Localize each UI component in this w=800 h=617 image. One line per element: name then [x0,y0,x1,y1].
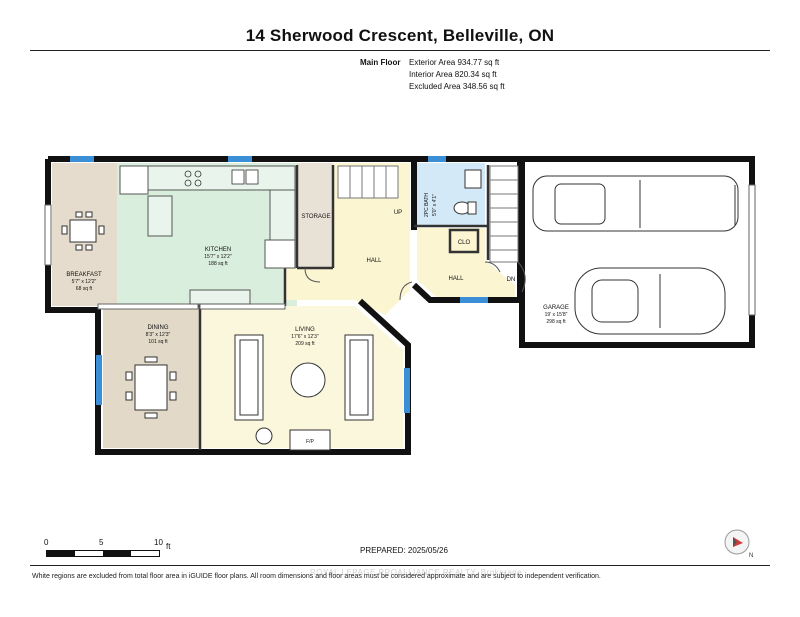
compass-icon: N [724,529,753,558]
storage-room [297,163,333,268]
sink-icon [231,169,259,185]
bath-fixtures [453,169,482,215]
storage-label: STORAGE [301,214,330,220]
garage-label: GARAGE [543,305,569,311]
main-hall [285,163,410,315]
truck-icon [532,175,739,232]
stove-icon [184,170,202,187]
door-swings [304,261,526,301]
brokerage-watermark: ROYAL LEPAGE PROALLIANCE REALTY, Brokera… [310,568,523,577]
closet-label: CLO [458,240,471,246]
bath-dims: 5'0" x 4'1" [432,194,438,216]
kitchen-label: KITCHEN [205,247,231,253]
window-glass [44,184,756,316]
excluded-area: Excluded Area 348.56 sq ft [409,82,505,91]
living-dims: 17'6" x 12'3" [291,334,319,340]
entry-hall-label: HALL [448,276,464,282]
breakfast-label: BREAKFAST [66,272,102,278]
living-area: 209 sq ft [295,341,315,347]
scale-unit: ft [166,542,171,551]
dining-dims: 8'3" x 12'3" [146,332,171,338]
dining-table-icon [125,356,177,419]
scale-tick-5: 5 [99,538,104,547]
stairs [337,165,519,263]
floor-plan: BREAKFAST 5'7" x 12'2" 68 sq ft KITCHEN … [44,156,756,455]
svg-text:N: N [749,553,753,558]
bath-label: 2PC BATH [424,193,430,217]
living-label: LIVING [295,327,315,333]
kitchen-dims: 15'7" x 12'2" [204,254,232,260]
title-divider [30,50,770,51]
disclaimer-text: White regions are excluded from total fl… [32,573,601,580]
main-hall-label: HALL [366,258,382,264]
fireplace-label: F/P [306,439,314,445]
area-summary: Exterior Area 934.77 sq ft Interior Area… [409,57,505,93]
kitchen-area: 188 sq ft [208,261,228,267]
breakfast-area: 68 sq ft [76,286,93,292]
garage-area: 298 sq ft [546,319,566,325]
kitchen-counters [119,165,296,305]
floor-label: Main Floor [360,58,401,67]
entry-hall [417,228,515,300]
page-title: 14 Sherwood Crescent, Belleville, ON [245,26,555,45]
windows [70,156,488,413]
car-icon [574,267,726,335]
dining-label: DINING [148,325,169,331]
interior-area: Interior Area 820.34 sq ft [409,70,497,79]
scale-bar-graphic [46,550,160,557]
living-furniture [234,334,374,451]
garage-dims: 19' x 15'8" [545,312,568,318]
up-label: UP [394,210,402,216]
breakfast-dims: 5'7" x 12'2" [72,279,97,285]
scale-tick-0: 0 [44,538,49,547]
breakfast-table-icon [61,211,105,251]
prepared-date: PREPARED: 2025/05/26 [360,546,448,555]
scale-tick-10: 10 [154,538,163,547]
footer-divider [30,565,770,566]
dining-area: 101 sq ft [148,339,168,345]
down-label: DN [507,277,516,283]
exterior-area: Exterior Area 934.77 sq ft [409,58,500,67]
